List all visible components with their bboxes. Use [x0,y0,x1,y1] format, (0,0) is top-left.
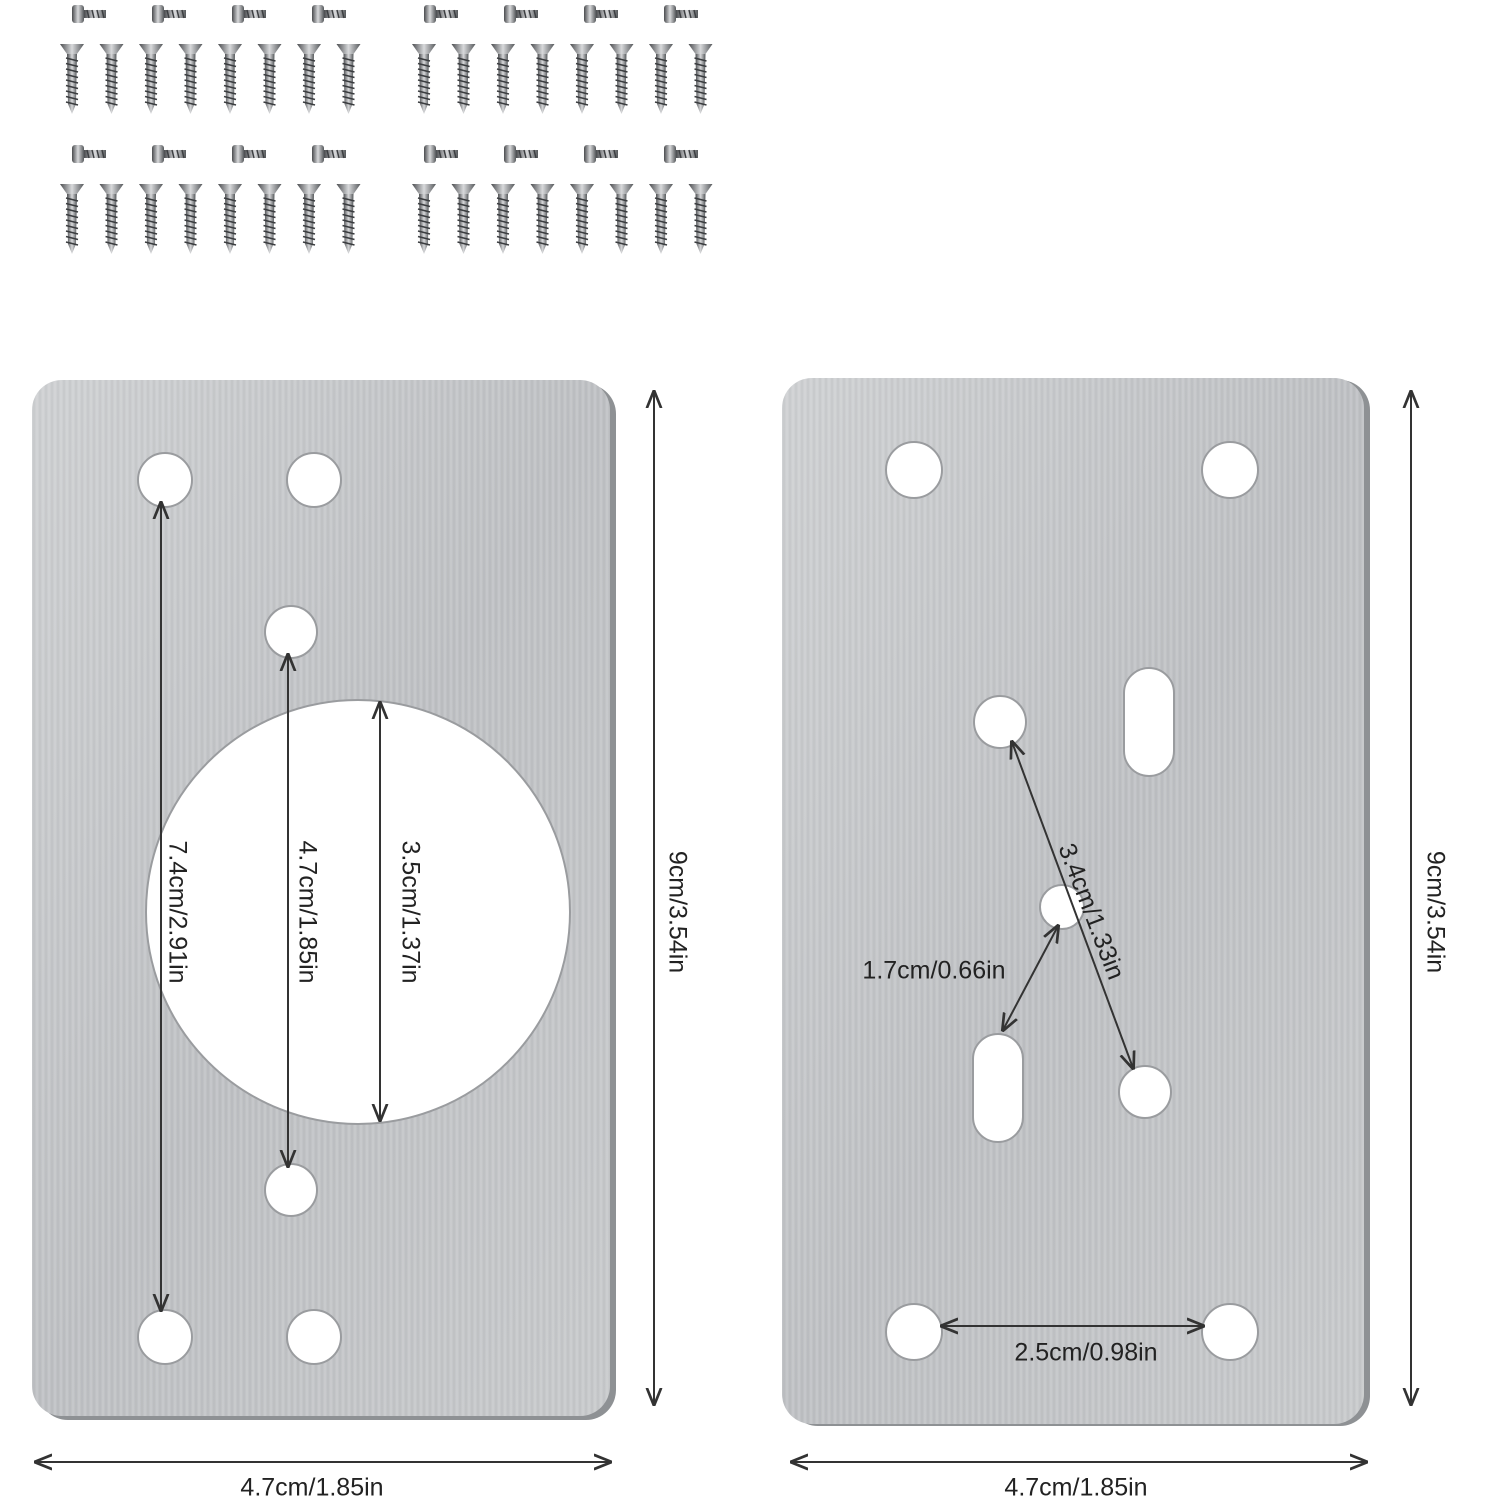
right-plate-hole-bottom-right [1201,1303,1259,1361]
left-plate-hole-top-left [137,452,193,508]
short-screw-icon [664,145,698,163]
long-screw-icon [99,184,124,254]
short-screw-icon [312,145,346,163]
right-diagonal-spacing-line [1012,742,1133,1068]
right-plate-hole-lower-right [1118,1065,1172,1119]
left-plate-hole-bottom-left [137,1309,193,1365]
long-screw-icon [218,44,242,114]
long-screw-icon [257,184,282,254]
short-screw-icon [504,5,538,23]
long-screw-icon [139,44,163,114]
right-height-label: 9cm/3.54in [1421,851,1449,973]
long-screw-icon [257,44,282,114]
short-screw-icon [424,5,458,23]
long-screw-icon [60,184,84,254]
short-screw-icon [232,145,266,163]
left-plate-hole-bottom-right [286,1309,342,1365]
left-outer-spacing-label: 7.4cm/2.91in [163,840,191,983]
long-screw-icon [336,184,361,254]
right-plate-hole-upper-left [973,695,1027,749]
short-screw-icon [152,5,186,23]
left-plate-hole-upper-center [264,605,318,659]
long-screw-icon [99,44,124,114]
right-slot-to-center-label: 1.7cm/0.66in [862,957,1005,985]
long-screw-icon [60,44,84,114]
long-screw-icon [336,44,361,114]
long-screw-icon [451,44,476,114]
long-screw-icon [530,44,555,114]
long-screw-icon [297,184,321,254]
right-plate-hole-top-left [885,441,943,499]
right-plate-slot-upper [1123,667,1175,777]
long-screw-icon [412,44,436,114]
short-screw-icon [72,5,106,23]
long-screw-icon [451,184,476,254]
short-screw-icon [424,145,458,163]
short-screw-icon [312,5,346,23]
right-plate: 3.4cm/1.33in 1.7cm/0.66in 2.5cm/0.98in 9… [782,378,1449,1500]
long-screw-icon [609,44,634,114]
right-slot-to-center-line [1003,926,1058,1030]
long-screw-icon [297,44,321,114]
long-screw-icon [570,184,594,254]
long-screw-icon [178,184,203,254]
right-width-label: 4.7cm/1.85in [1004,1474,1147,1500]
short-screw-icon [152,145,186,163]
long-screw-icon [649,184,673,254]
short-screw-icon [504,145,538,163]
long-screw-icon [609,184,634,254]
long-screw-icon [649,44,673,114]
left-inner-spacing-label: 4.7cm/1.85in [293,840,321,983]
long-screw-icon [570,44,594,114]
long-screw-icon [139,184,163,254]
left-plate: 7.4cm/2.91in 4.7cm/1.85in 3.5cm/1.37in 9… [32,380,691,1500]
left-width-label: 4.7cm/1.85in [240,1474,383,1500]
short-screw-icon [72,145,106,163]
left-height-label: 9cm/3.54in [663,851,691,973]
right-plate-hole-top-right [1201,441,1259,499]
left-plate-hole-lower-center [264,1163,318,1217]
screw-kit [60,5,713,254]
long-screw-icon [178,44,203,114]
right-bottom-spacing-label: 2.5cm/0.98in [1014,1339,1157,1367]
short-screw-icon [584,5,618,23]
short-screw-icon [584,145,618,163]
right-plate-slot-lower [972,1033,1024,1143]
long-screw-icon [412,184,436,254]
left-plate-hole-top-right [286,452,342,508]
long-screw-icon [218,184,242,254]
long-screw-icon [491,184,515,254]
right-plate-hole-bottom-left [885,1303,943,1361]
long-screw-icon [530,184,555,254]
long-screw-icon [688,44,713,114]
left-plate-cup-hole [145,699,571,1125]
long-screw-icon [688,184,713,254]
long-screw-icon [491,44,515,114]
left-cup-diameter-label: 3.5cm/1.37in [396,840,424,983]
short-screw-icon [232,5,266,23]
short-screw-icon [664,5,698,23]
